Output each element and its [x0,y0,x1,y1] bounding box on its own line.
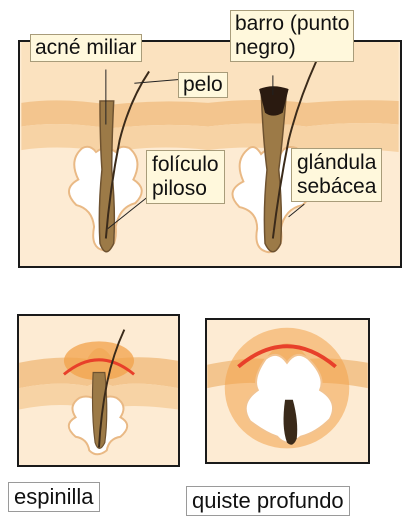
label-gland-line1: glándula [297,151,376,175]
label-gland: glándula sebácea [291,148,382,202]
label-whitehead-text: acné miliar [35,36,137,59]
label-cyst-text: quiste profundo [192,488,344,513]
label-pimple: espinilla [8,482,100,512]
label-follicle: folículo piloso [146,150,225,204]
cyst-diagram-panel [205,318,370,464]
pimple-diagram-panel [17,314,180,467]
label-gland-line2: sebácea [297,175,376,199]
label-hair-text: pelo [183,73,223,96]
label-cyst: quiste profundo [186,486,350,516]
label-blackhead-line1: barro (punto [235,12,349,36]
label-whitehead: acné miliar [30,34,142,62]
cyst-cross-section [207,320,368,462]
label-pimple-text: espinilla [14,484,94,509]
pimple-cross-section [19,316,178,465]
label-blackhead: barro (punto negro) [230,10,354,62]
label-hair: pelo [178,72,228,98]
label-blackhead-line2: negro) [235,36,349,60]
label-follicle-line1: folículo [152,153,219,177]
label-follicle-line2: piloso [152,177,219,201]
